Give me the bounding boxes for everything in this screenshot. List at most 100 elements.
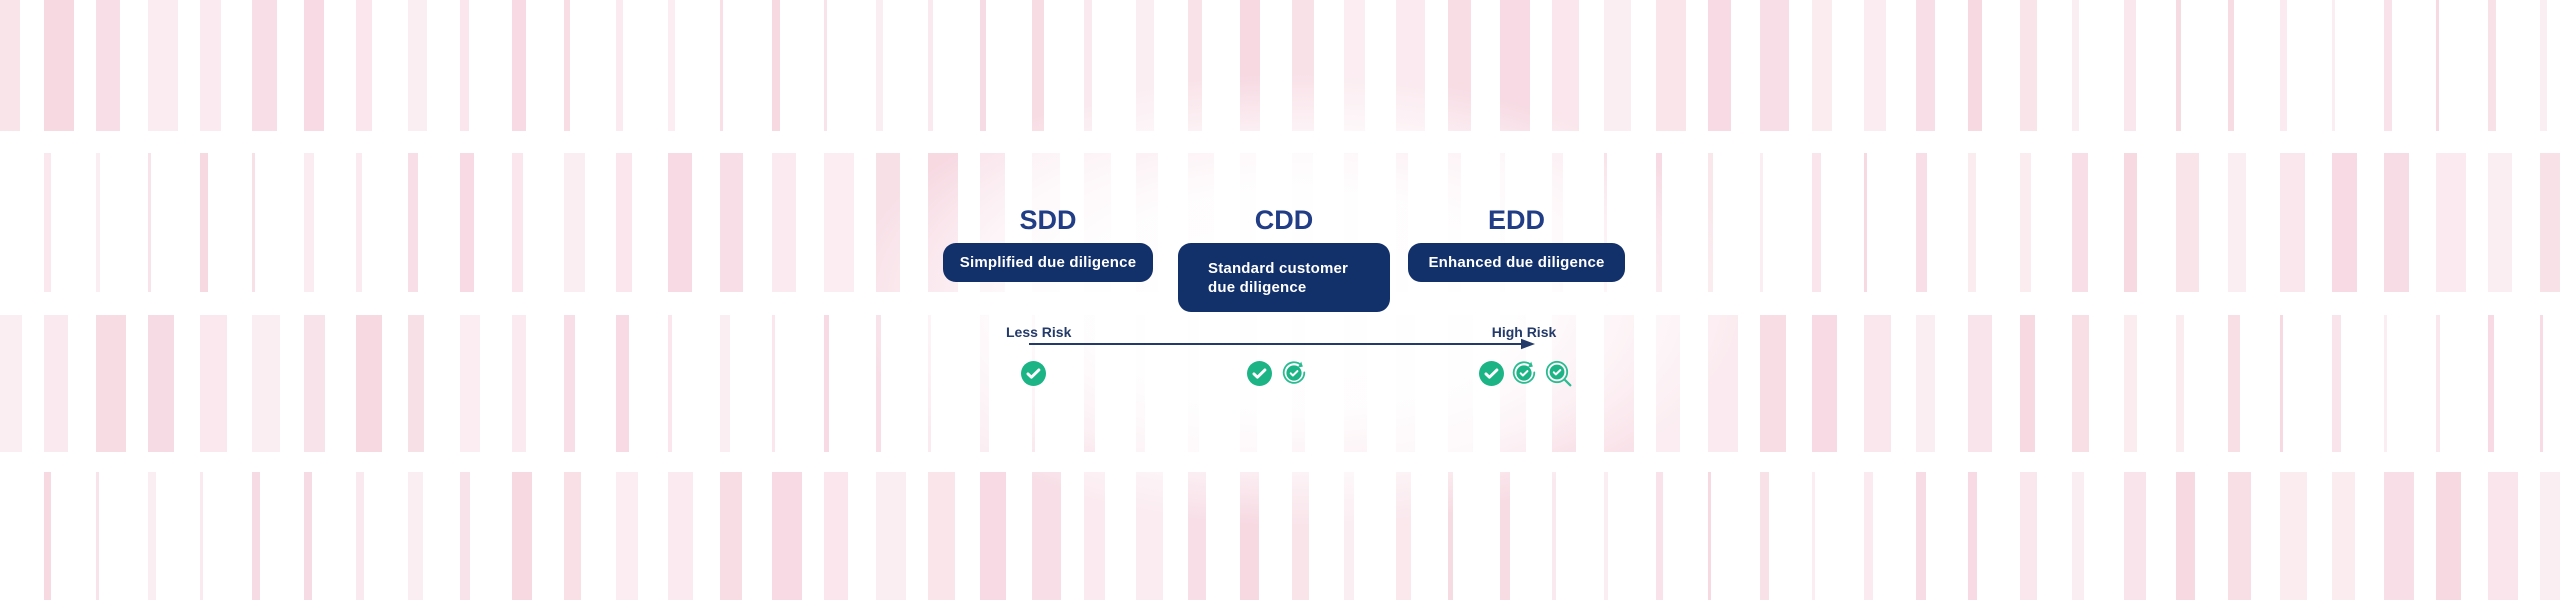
background-bar xyxy=(2540,0,2547,131)
background-bar xyxy=(0,315,22,452)
sdd-pill-label: Simplified due diligence xyxy=(959,254,1137,271)
background-bar xyxy=(44,0,74,131)
background-bar xyxy=(2176,315,2185,452)
repeat-check-icon xyxy=(1282,361,1306,384)
background-bar xyxy=(2488,153,2512,292)
background-bar xyxy=(252,315,280,452)
background-bar xyxy=(2280,0,2287,131)
background-bar xyxy=(2124,0,2137,131)
background-bar xyxy=(148,315,174,452)
background-bar xyxy=(668,315,672,452)
background-bar xyxy=(2280,315,2283,452)
background-bar xyxy=(96,153,101,292)
background-bar xyxy=(2540,315,2543,452)
background-bar xyxy=(408,315,425,452)
background-bar xyxy=(2488,315,2495,452)
risk-arrow-icon xyxy=(1029,338,1535,350)
background-bar xyxy=(2436,315,2440,452)
background-bar xyxy=(2332,315,2341,452)
cdd-heading: CDD xyxy=(1254,205,1314,235)
background-bar xyxy=(200,153,208,292)
background-bar xyxy=(408,153,419,292)
background-bar xyxy=(1916,0,1935,131)
background-bar xyxy=(252,0,277,131)
sdd-heading: SDD xyxy=(1019,205,1077,235)
cdd-pill: Standard customer due diligence xyxy=(1178,243,1390,312)
sdd-badges xyxy=(1021,357,1046,389)
background-bar xyxy=(304,315,325,452)
background-bar xyxy=(616,153,632,292)
background-bar xyxy=(2332,0,2335,131)
search-check-icon xyxy=(1545,360,1572,386)
background-bar xyxy=(616,315,630,452)
background-bar xyxy=(2020,0,2037,131)
background-bar xyxy=(356,315,382,452)
background-bar xyxy=(1916,153,1927,292)
background-bar xyxy=(2020,472,2038,600)
background-bar xyxy=(2436,472,2461,600)
check-circle-icon xyxy=(1247,360,1272,386)
background-bar xyxy=(2384,153,2409,292)
background-bar xyxy=(356,472,364,600)
background-bar xyxy=(460,472,471,600)
check-circle-icon xyxy=(1021,360,1046,386)
background-bar xyxy=(460,315,480,452)
background-bar xyxy=(0,0,20,131)
sdd-pill: Simplified due diligence xyxy=(943,243,1153,282)
background-bar xyxy=(2280,472,2308,600)
edd-badges xyxy=(1479,357,1573,389)
background-bar xyxy=(1968,153,1976,292)
background-bar xyxy=(2384,315,2387,452)
background-bar xyxy=(2228,153,2246,292)
background-bar xyxy=(2332,472,2355,600)
background-bar xyxy=(408,472,424,600)
background-bar xyxy=(2488,472,2518,600)
background-bar xyxy=(96,0,120,131)
background-bar xyxy=(2540,153,2560,292)
edd-pill: Enhanced due diligence xyxy=(1408,243,1625,282)
background-bar xyxy=(2436,0,2439,131)
background-bar xyxy=(1916,472,1926,600)
background-bar xyxy=(2332,153,2358,292)
background-bar xyxy=(564,153,585,292)
background-bar xyxy=(2124,315,2138,452)
background-bar xyxy=(564,315,575,452)
background-bar xyxy=(512,472,533,600)
background-bar xyxy=(2124,472,2146,600)
background-bar xyxy=(564,0,570,131)
background-bar xyxy=(2384,0,2393,131)
background-bar xyxy=(200,472,203,600)
check-circle-icon xyxy=(1479,360,1504,386)
background-bar xyxy=(2384,472,2414,600)
background-bar xyxy=(304,472,312,600)
edd-pill-label: Enhanced due diligence xyxy=(1428,254,1605,271)
background-bar xyxy=(1968,472,1977,600)
background-bar xyxy=(2072,153,2089,292)
background-bar xyxy=(148,0,178,131)
background-bar xyxy=(252,153,255,292)
background-bar xyxy=(668,153,693,292)
background-bar xyxy=(200,0,221,131)
background-bar xyxy=(460,153,474,292)
background-bar xyxy=(1968,315,1993,452)
background-bar xyxy=(304,0,324,131)
background-bar xyxy=(44,472,51,600)
background-bar xyxy=(44,153,51,292)
background-bar xyxy=(2540,472,2560,600)
background-bar xyxy=(2072,472,2085,600)
background-bar xyxy=(2228,472,2251,600)
background-bar xyxy=(148,472,157,600)
background-bar xyxy=(96,315,126,452)
high-risk-label: High Risk xyxy=(1491,324,1557,340)
background-bar xyxy=(564,472,581,600)
background-bar xyxy=(2436,153,2466,292)
background-bar xyxy=(1968,0,1982,131)
repeat-check-icon xyxy=(1512,361,1536,384)
background-bar xyxy=(2020,153,2032,292)
background-bar xyxy=(96,472,99,600)
background-bar xyxy=(252,472,260,600)
background-bar xyxy=(356,153,362,292)
background-bar xyxy=(616,0,624,131)
background-bar xyxy=(668,0,675,131)
background-bar xyxy=(2124,153,2137,292)
